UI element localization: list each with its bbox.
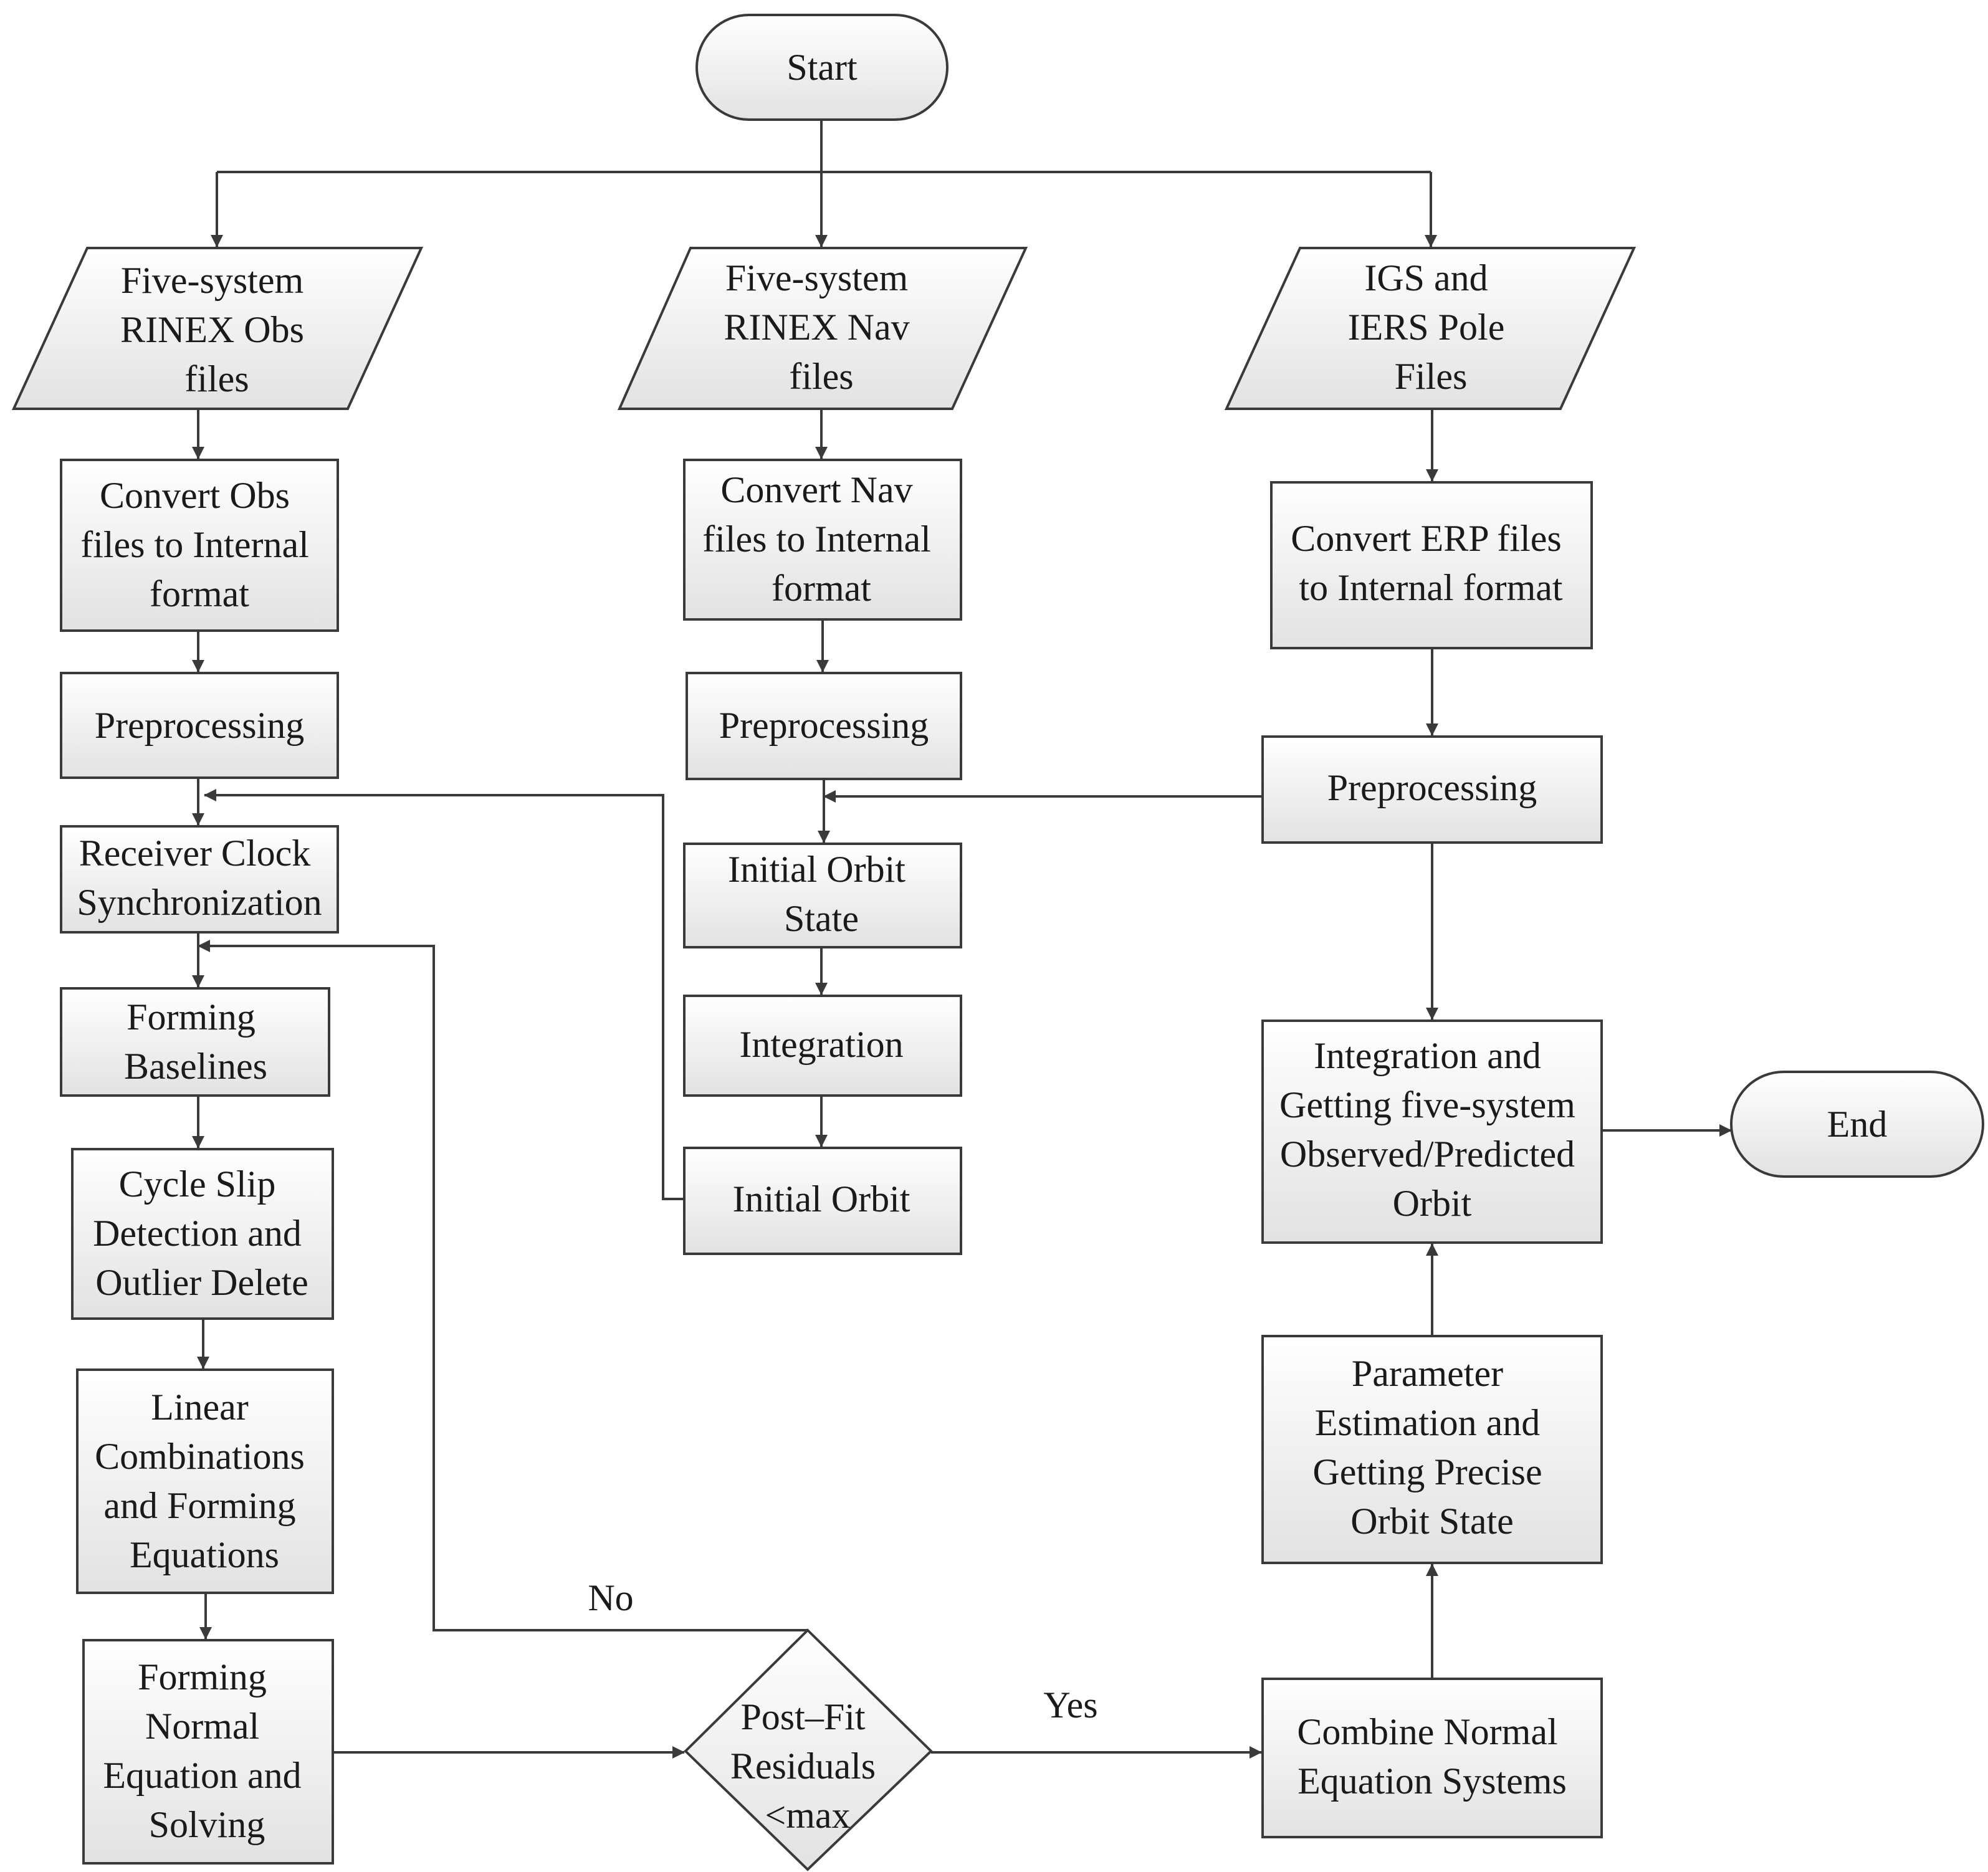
initial-orbit-state-line-2: State	[784, 898, 859, 939]
svg-text:Parameter Estimation and: Parameter Estimation and Getting Precise…	[1312, 1353, 1551, 1542]
integration-output-line-4: Orbit	[1393, 1183, 1472, 1224]
svg-text:Five-system RINEX Nav: Five-system RINEX Nav files	[724, 257, 919, 397]
end-label: End	[1827, 1104, 1888, 1145]
linear-line-3: and Forming	[103, 1485, 295, 1526]
convert-nav-line-1: Convert Nav	[720, 469, 912, 510]
input-obs-files: Five-system RINEX Obs files	[11, 247, 424, 410]
erp-preprocessing-label: Preprocessing	[1327, 767, 1537, 808]
convert-obs-line-2: files to Internal	[80, 524, 309, 565]
svg-text:Five-system RINEX Obs: Five-system RINEX Obs files	[120, 260, 313, 399]
input-igs-files: IGS and IERS Pole Files	[1224, 247, 1637, 410]
svg-text:Forming Normal Equ: Forming Normal Equation and Solving	[103, 1656, 310, 1845]
combine-normal-box: Combine Normal Equation Systems	[1261, 1678, 1603, 1838]
convert-nav-line-2: files to Internal	[702, 518, 931, 560]
svg-text:IGS and IERS Pole: IGS and IERS Pole Files	[1348, 257, 1514, 397]
cycle-slip-box: Cycle Slip Detection and Outlier Delete	[71, 1148, 334, 1320]
obs-preprocessing-box: Preprocessing	[60, 672, 339, 779]
parameter-estimation-line-2: Estimation and	[1315, 1402, 1541, 1443]
convert-erp-line-1: Convert ERP files	[1291, 518, 1561, 559]
input-nav-line-3: files	[789, 356, 853, 397]
receiver-clock-box: Receiver Clock Synchronization	[60, 825, 339, 934]
combine-normal-line-1: Combine Normal	[1297, 1711, 1557, 1752]
initial-orbit-label: Initial Orbit	[733, 1178, 910, 1220]
input-nav-line-2: RINEX Nav	[724, 307, 909, 348]
arrow-no-loop	[198, 940, 808, 1631]
input-igs-line-2: IERS Pole	[1348, 307, 1505, 348]
cycle-slip-line-2: Detection and	[93, 1213, 302, 1254]
obs-preprocessing-label: Preprocessing	[95, 705, 305, 746]
linear-line-2: Combinations	[95, 1436, 305, 1477]
yes-label: Yes	[1043, 1684, 1097, 1726]
forming-baselines-line-1: Forming	[127, 996, 256, 1038]
input-obs-line-1: Five-system	[121, 260, 303, 301]
nav-preprocessing-label: Preprocessing	[719, 705, 929, 746]
convert-obs-line-1: Convert Obs	[100, 475, 290, 516]
initial-orbit-state-line-1: Initial Orbit	[728, 849, 906, 890]
svg-text:Cycle Slip Detection and: Cycle Slip Detection and Outlier Delete	[93, 1163, 311, 1303]
convert-erp-line-2: to Internal format	[1299, 567, 1562, 608]
receiver-clock-line-2: Synchronization	[77, 882, 322, 923]
input-obs-line-3: files	[184, 358, 249, 399]
start-label: Start	[786, 47, 858, 88]
input-nav-files: Five-system RINEX Nav files	[617, 247, 1028, 410]
cycle-slip-line-3: Outlier Delete	[95, 1262, 308, 1303]
integration-output-box: Integration and Getting five-system Obse…	[1261, 1020, 1603, 1244]
forming-baselines-line-2: Baselines	[124, 1046, 267, 1087]
svg-text:Post–Fit Residuals: Post–Fit Residuals <max	[730, 1696, 885, 1836]
svg-text:Combine Normal Equation: Combine Normal Equation Systems	[1297, 1711, 1567, 1802]
integration-output-line-2: Getting five-system	[1279, 1084, 1575, 1125]
decision-line-1: Post–Fit	[740, 1696, 865, 1737]
arrow-initial-orbit-feedback	[204, 789, 684, 1200]
linear-combinations-box: Linear Combinations and Forming Equation…	[76, 1368, 334, 1594]
linear-line-4: Equations	[130, 1534, 279, 1575]
svg-text:Initial Orbit State: Initial Orbit State	[728, 849, 915, 939]
end-node: End	[1730, 1071, 1984, 1178]
combine-normal-line-2: Equation Systems	[1297, 1760, 1567, 1802]
residuals-decision: Post–Fit Residuals <max	[684, 1628, 933, 1871]
svg-text:Convert Nav files to Int: Convert Nav files to Internal format	[702, 469, 940, 609]
convert-obs-line-3: format	[150, 573, 249, 614]
integration-label: Integration	[739, 1024, 903, 1065]
convert-nav-line-3: format	[772, 568, 871, 609]
parameter-estimation-line-1: Parameter	[1352, 1353, 1503, 1394]
parameter-estimation-line-4: Orbit State	[1350, 1501, 1514, 1542]
svg-text:Linear Combinations: Linear Combinations and Forming Equation…	[95, 1387, 314, 1575]
input-obs-line-2: RINEX Obs	[120, 309, 304, 350]
receiver-clock-line-1: Receiver Clock	[79, 833, 311, 874]
svg-text:Integration and Getting: Integration and Getting five-system Obse…	[1279, 1035, 1585, 1224]
svg-text:Convert Obs files to Int: Convert Obs files to Internal format	[80, 475, 318, 614]
input-igs-line-3: Files	[1395, 356, 1468, 397]
convert-obs-box: Convert Obs files to Internal format	[60, 459, 339, 632]
integration-box: Integration	[683, 995, 962, 1097]
erp-preprocessing-box: Preprocessing	[1261, 735, 1603, 844]
connectors	[192, 120, 1732, 1759]
initial-orbit-box: Initial Orbit	[683, 1147, 962, 1255]
parameter-estimation-box: Parameter Estimation and Getting Precise…	[1261, 1335, 1603, 1564]
normal-line-3: Equation and	[103, 1755, 301, 1796]
parameter-estimation-line-3: Getting Precise	[1312, 1451, 1542, 1492]
normal-line-2: Normal	[145, 1706, 259, 1747]
forming-normal-box: Forming Normal Equation and Solving	[82, 1639, 334, 1865]
svg-text:Forming Baselines: Forming Baselines	[124, 996, 267, 1087]
convert-nav-box: Convert Nav files to Internal format	[683, 459, 962, 621]
no-label: No	[588, 1577, 633, 1618]
decision-line-3: <max	[765, 1795, 850, 1836]
normal-line-1: Forming	[138, 1656, 267, 1698]
forming-baselines-box: Forming Baselines	[60, 987, 330, 1097]
convert-erp-box: Convert ERP files to Internal format	[1270, 481, 1593, 649]
integration-output-line-3: Observed/Predicted	[1280, 1134, 1575, 1175]
decision-line-2: Residuals	[730, 1745, 876, 1787]
nav-preprocessing-box: Preprocessing	[686, 672, 962, 780]
input-nav-line-1: Five-system	[725, 257, 908, 298]
svg-text:Receiver Clock Synchroni: Receiver Clock Synchronization	[77, 833, 322, 923]
input-igs-line-1: IGS and	[1364, 257, 1488, 298]
integration-output-line-1: Integration and	[1314, 1035, 1541, 1076]
normal-line-4: Solving	[149, 1804, 265, 1845]
cycle-slip-line-1: Cycle Slip	[119, 1163, 276, 1205]
initial-orbit-state-box: Initial Orbit State	[683, 843, 962, 948]
svg-text:Convert ERP files to Int: Convert ERP files to Internal format	[1291, 518, 1570, 608]
start-node: Start	[695, 14, 949, 121]
linear-line-1: Linear	[151, 1387, 249, 1428]
